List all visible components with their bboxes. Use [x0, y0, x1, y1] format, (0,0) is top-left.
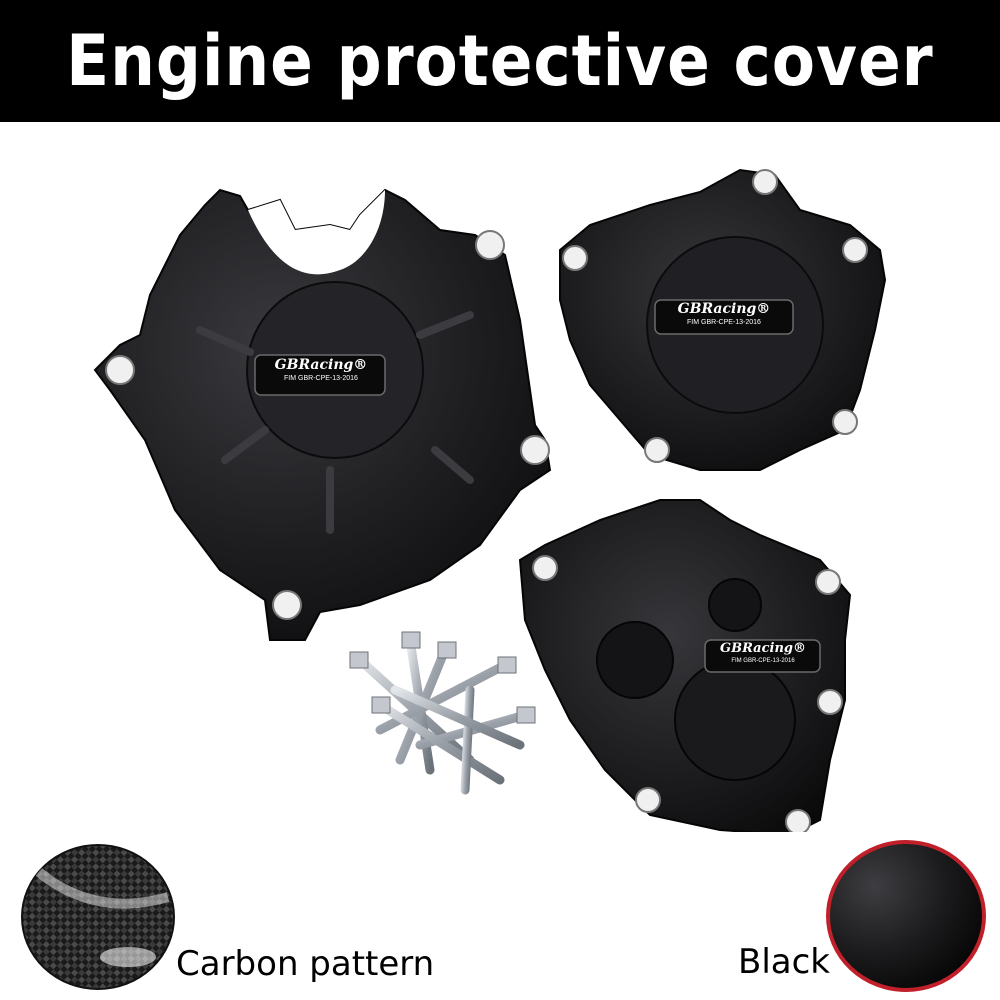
black-swatch[interactable] [824, 838, 988, 994]
clutch-cover [93, 188, 552, 641]
alternator-cover [559, 168, 887, 471]
title-banner: Engine protective cover [0, 0, 1000, 122]
brand-logo: GBRacing® [719, 641, 806, 656]
carbon-pattern-label: Carbon pattern [176, 944, 435, 984]
brand-logo: GBRacing® [274, 357, 368, 373]
carbon-pattern-swatch[interactable] [18, 842, 178, 992]
cert-text: FIM GBR-CPE-13-2016 [284, 375, 358, 382]
cert-text: FIM GBR-CPE-13-2016 [687, 319, 761, 326]
engine-cover-product-image [93, 168, 887, 832]
pulse-cover-badge: GBRacing® FIM GBR-CPE-13-2016 [710, 642, 816, 664]
alternator-cover-badge: GBRacing® FIM GBR-CPE-13-2016 [662, 302, 786, 326]
brand-logo: GBRacing® [677, 301, 771, 317]
mounting-bolts [349, 631, 536, 795]
pulse-cover [518, 499, 852, 832]
black-label: Black [738, 942, 830, 982]
page-title: Engine protective cover [66, 20, 934, 102]
cert-text: FIM GBR-CPE-13-2016 [731, 658, 795, 664]
clutch-cover-badge: GBRacing® FIM GBR-CPE-13-2016 [262, 358, 380, 382]
